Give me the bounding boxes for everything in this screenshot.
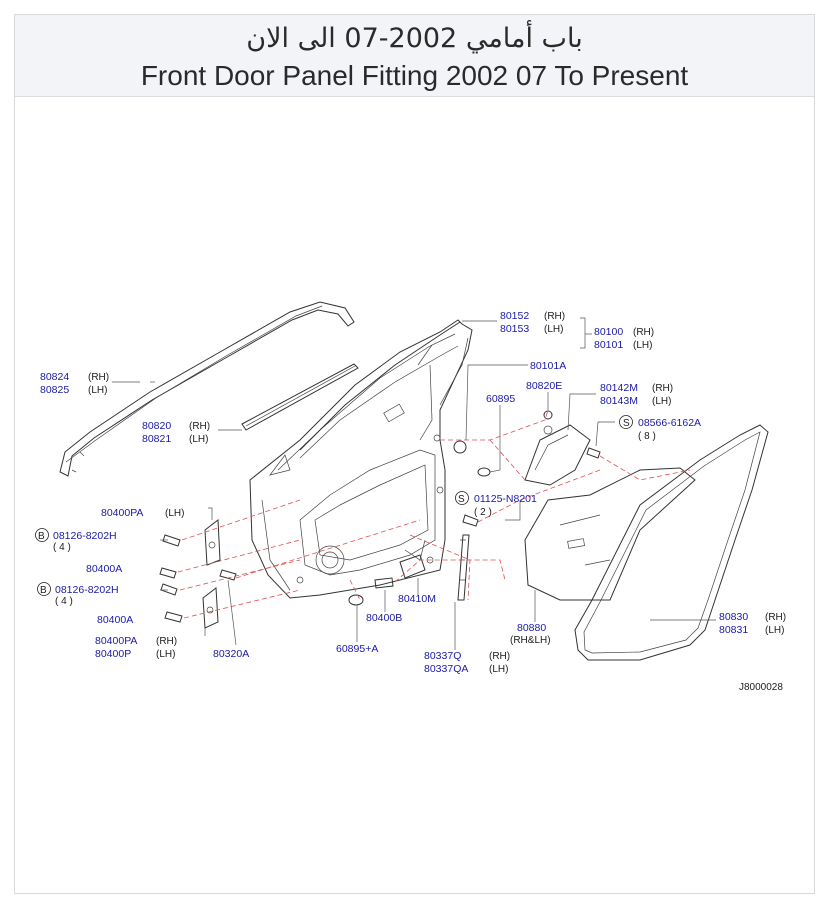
badge-circle	[619, 415, 633, 429]
callout-part: 80143M	[600, 395, 638, 407]
callout-part: 60895	[486, 393, 515, 405]
callout-qty: ( 2 )	[474, 507, 492, 518]
title-header: باب أمامي 2002-07 الى الان Front Door Pa…	[15, 15, 814, 97]
callout-part: 60895+A	[336, 643, 378, 655]
callout-labels: 80152 (RH) 80153 (LH) 80100 (RH) 80101 (…	[35, 310, 786, 693]
callout-part: 80410M	[398, 593, 436, 605]
callout-side: (LH)	[765, 625, 784, 636]
diagram-reference-code: J8000028	[739, 682, 783, 693]
upper-hinge-part	[204, 519, 221, 566]
callout-part: 80820	[142, 420, 171, 432]
callout-side: (LH)	[165, 508, 184, 519]
hinge-bolts	[159, 410, 601, 623]
callout-side: (LH)	[652, 396, 671, 407]
callout-part: 01125-N8201	[474, 493, 537, 505]
callout-qty: ( 4 )	[55, 596, 73, 607]
callout-badge: S	[623, 418, 630, 429]
callout-part: 80825	[40, 384, 69, 396]
callout-part: 80880	[517, 622, 546, 634]
callout-part: 80100	[594, 326, 623, 338]
door-weatherstrip-part	[574, 424, 769, 661]
callout-part: 80337QA	[424, 663, 468, 675]
badge-circle	[455, 491, 469, 505]
callout-part: 80821	[142, 433, 171, 445]
callout-side: (RH)	[489, 651, 510, 662]
belt-molding-part	[241, 363, 359, 431]
callout-side: (LH)	[633, 340, 652, 351]
callout-side: (LH)	[156, 649, 175, 660]
callout-side: (RH)	[633, 327, 654, 338]
title-english: Front Door Panel Fitting 2002 07 To Pres…	[140, 60, 689, 91]
callout-qty: ( 8 )	[638, 431, 656, 442]
callout-side: (RH)	[189, 421, 210, 432]
badge-circle	[37, 582, 51, 596]
callout-badge: B	[40, 585, 47, 596]
callout-part: 80831	[719, 624, 748, 636]
lower-hinge-part	[202, 587, 219, 629]
callout-part: 80400P	[95, 648, 131, 660]
callout-part: 08566-6162A	[638, 417, 701, 429]
callout-badge: S	[458, 494, 465, 505]
callout-part: 80153	[500, 323, 529, 335]
door-finisher-part	[524, 467, 696, 601]
callout-side: (LH)	[189, 434, 208, 445]
regulator-bracket-part	[524, 424, 591, 486]
glass-run-channel-part	[457, 534, 470, 601]
callout-part: 80830	[719, 611, 748, 623]
callout-part: 80400A	[86, 563, 122, 575]
callout-part: 80320A	[213, 648, 249, 660]
callout-part: 80101	[594, 339, 623, 351]
callout-side: (LH)	[88, 385, 107, 396]
leader-lines	[112, 317, 716, 650]
callout-side: (RH)	[765, 612, 786, 623]
callout-side: (RH)	[652, 383, 673, 394]
outer-weatherstrip-part	[59, 301, 355, 477]
callout-part: 80142M	[600, 382, 638, 394]
callout-side: (RH)	[88, 372, 109, 383]
callout-side: (RH)	[544, 311, 565, 322]
callout-part: 80101A	[530, 360, 566, 372]
door-shell-part	[249, 319, 473, 599]
callout-part: 80400PA	[101, 507, 143, 519]
callout-part: 80337Q	[424, 650, 461, 662]
door-sash-part	[299, 321, 461, 451]
callout-part: 80400A	[97, 614, 133, 626]
callout-side: (LH)	[489, 664, 508, 675]
callout-part: 80152	[500, 310, 529, 322]
callout-qty: ( 4 )	[53, 542, 71, 553]
callout-part: 80824	[40, 371, 69, 383]
callout-side: (LH)	[544, 324, 563, 335]
callout-side: (RH)	[156, 636, 177, 647]
installation-guide-lines	[177, 409, 691, 619]
callout-part: 08126-8202H	[53, 530, 117, 542]
callout-badge: B	[38, 531, 45, 542]
callout-part: 80400PA	[95, 635, 137, 647]
title-arabic: باب أمامي 2002-07 الى الان	[246, 23, 583, 54]
badge-circle	[35, 528, 49, 542]
callout-part: 08126-8202H	[55, 584, 119, 596]
diagram-frame: باب أمامي 2002-07 الى الان Front Door Pa…	[14, 14, 815, 894]
callout-side: (RH&LH)	[510, 635, 551, 646]
callout-part: 80820E	[526, 380, 562, 392]
callout-part: 80400B	[366, 612, 402, 624]
